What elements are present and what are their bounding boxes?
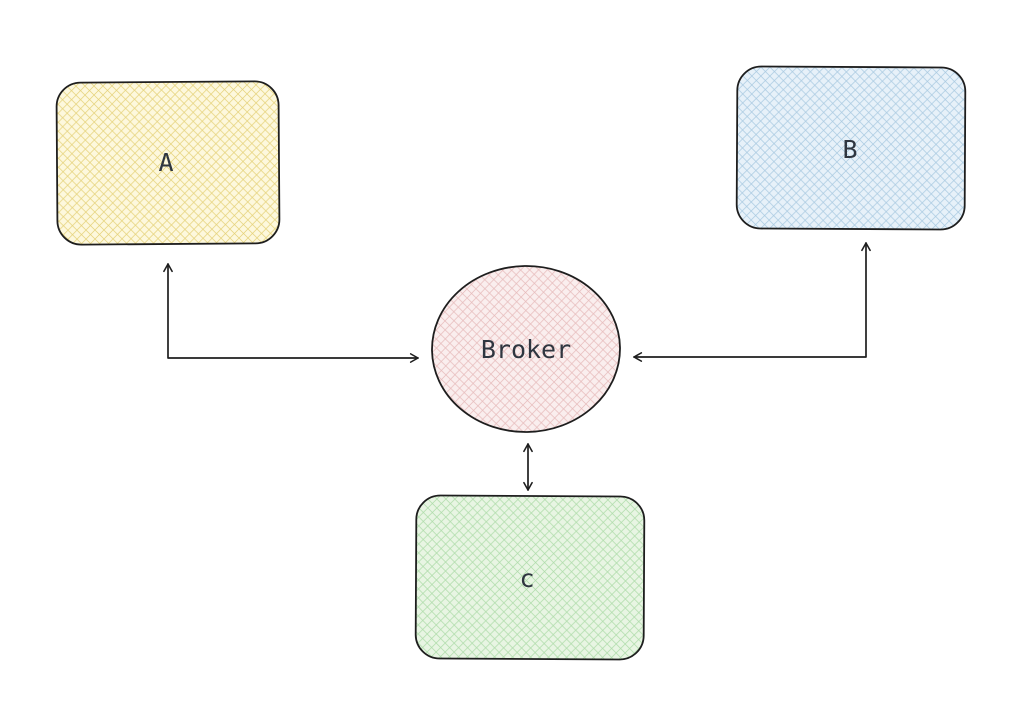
node-broker: Broker [431, 265, 621, 433]
node-b-shape [735, 65, 967, 231]
node-c-shape [414, 494, 646, 661]
node-a-shape [55, 80, 281, 246]
node-broker-shape [431, 265, 621, 433]
node-c-label: c [519, 564, 534, 593]
edge-a-broker [163, 263, 419, 363]
node-a-label: A [158, 148, 173, 177]
node-a: A [55, 80, 281, 246]
edge-b-broker [633, 242, 871, 362]
node-b-label: B [842, 135, 857, 164]
node-broker-label: Broker [481, 335, 571, 364]
node-b: B [735, 65, 967, 231]
node-c: c [414, 494, 646, 661]
